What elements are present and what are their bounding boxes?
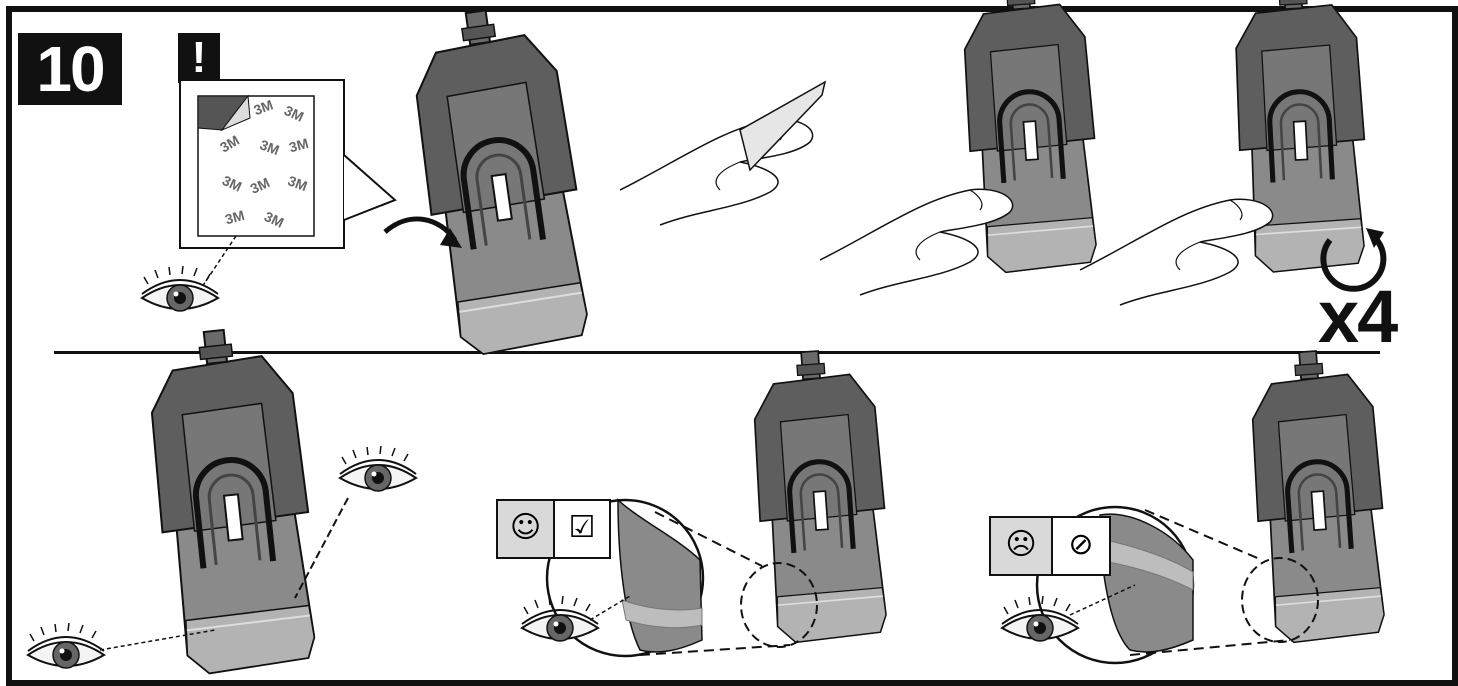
clip-illustration: [749, 347, 894, 644]
clip-illustration: [142, 323, 324, 677]
happy-face-icon: ☺: [497, 513, 554, 543]
eye-icon: [28, 623, 104, 668]
prohibited-icon: ⊘: [1052, 530, 1110, 560]
sad-face-icon: ☹: [990, 530, 1052, 560]
clip-illustration: [1247, 347, 1392, 644]
hand-press-illustration: [820, 189, 1013, 295]
eye-icon: [142, 266, 218, 311]
clip-illustration: [404, 1, 597, 358]
clip-illustration: [959, 0, 1104, 274]
hand-press-illustration: [1080, 199, 1273, 305]
clip-illustration: [1231, 0, 1371, 273]
checkbox-checked-icon: ☑: [554, 513, 610, 543]
eye-icon: [340, 446, 416, 491]
